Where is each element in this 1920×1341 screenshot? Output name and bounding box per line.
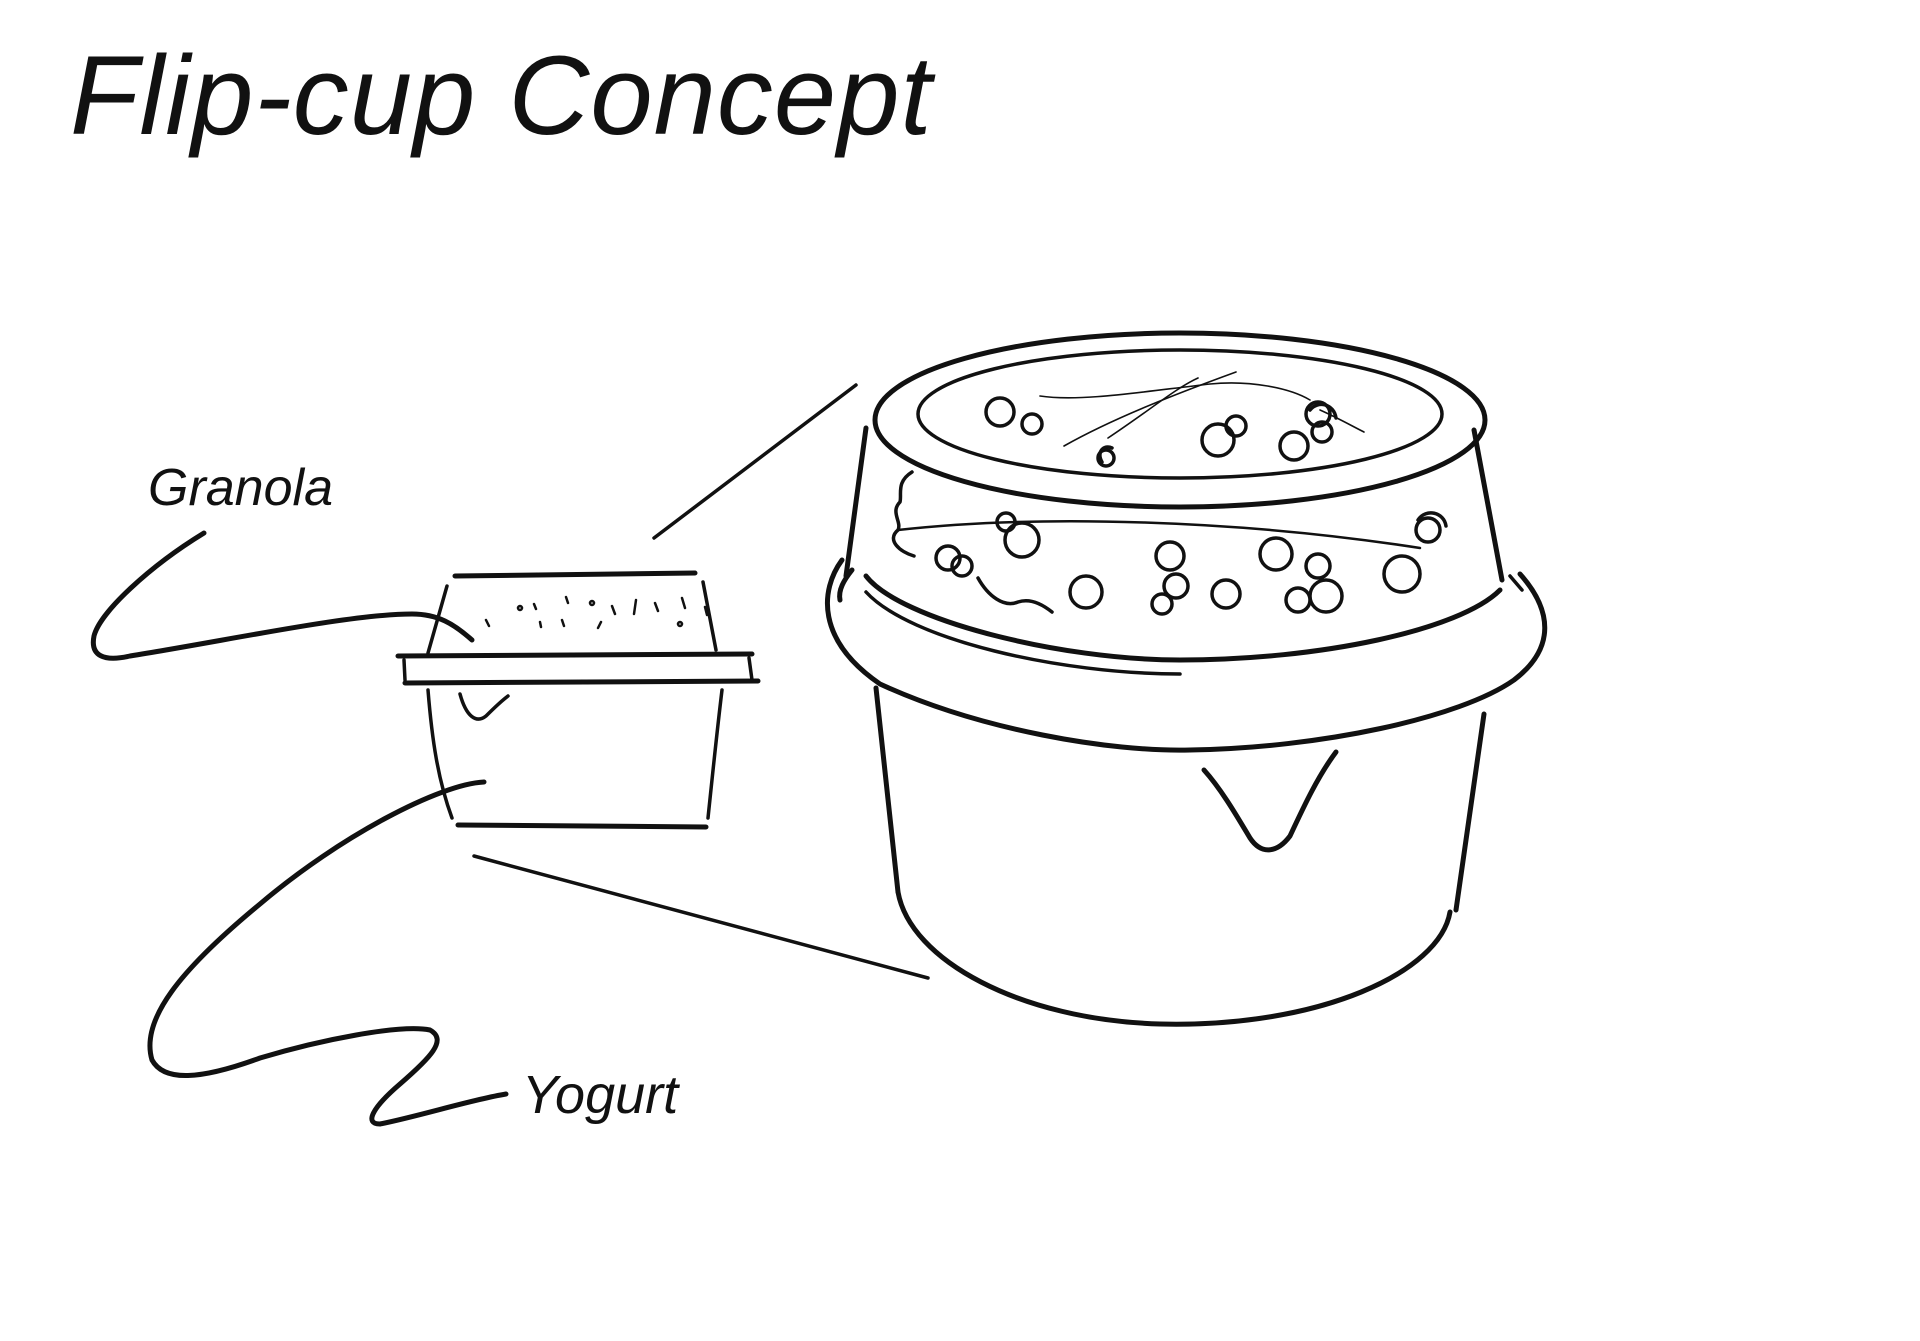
granola-leader-line <box>90 530 475 661</box>
yogurt-leader-line <box>147 779 509 1127</box>
small-cup <box>395 570 761 830</box>
yogurt-label: Yogurt <box>522 1065 679 1125</box>
granola-label: Granola <box>148 459 333 517</box>
large-cup-top-lid <box>872 330 1488 510</box>
large-cup-granola-walls <box>843 425 1505 616</box>
callout-leaders <box>90 530 509 1127</box>
large-cup <box>824 330 1548 1027</box>
small-cup-yogurt-body <box>426 688 724 830</box>
sketch-title: Flip-cup Concept <box>70 33 933 158</box>
magnification-lines <box>472 383 930 980</box>
large-cup-seal-rim <box>824 557 1548 753</box>
large-cup-yogurt-body <box>873 685 1487 1027</box>
small-cup-seal <box>395 651 761 686</box>
